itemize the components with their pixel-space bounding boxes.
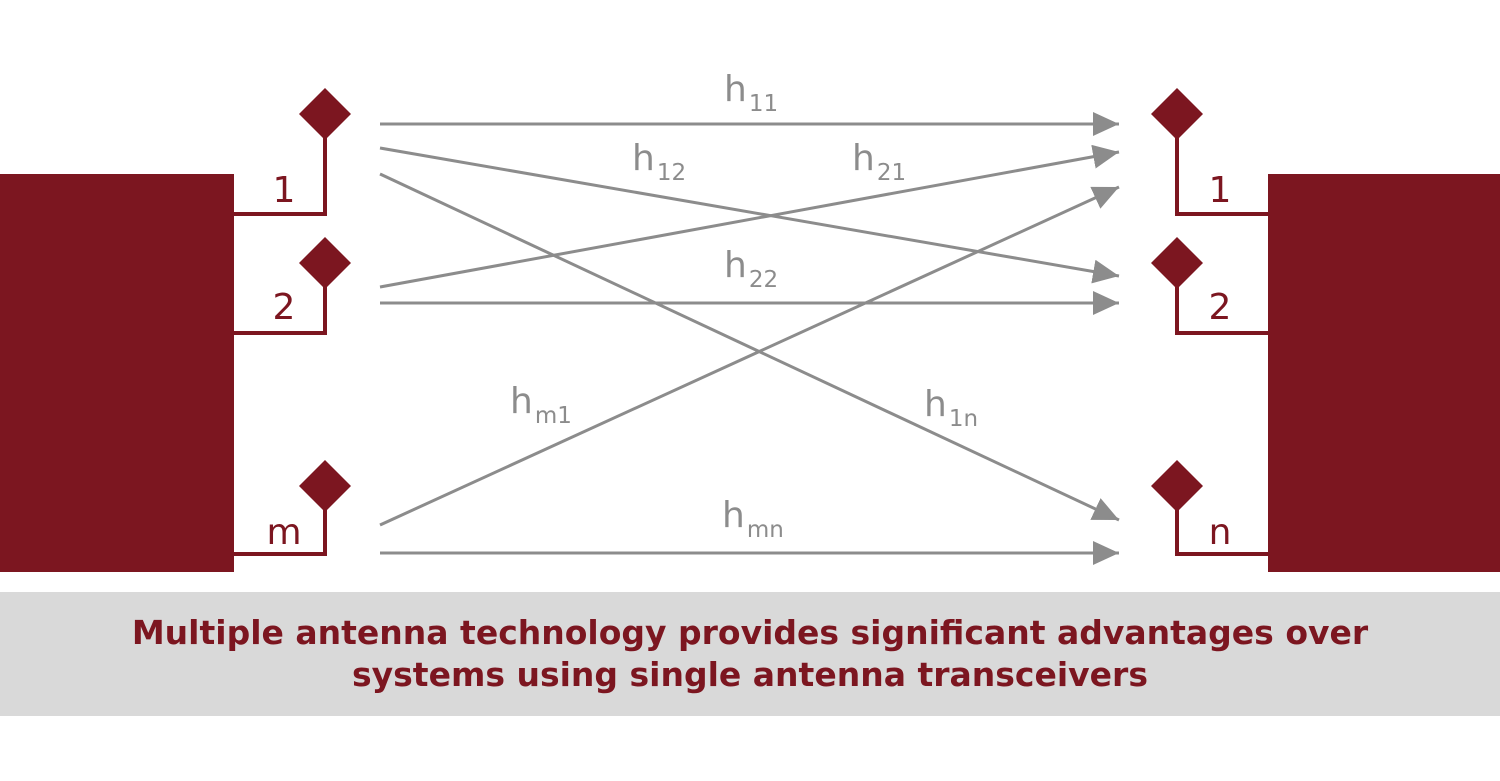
tx-antenna-1-feed <box>234 135 327 216</box>
transmitter-block <box>0 174 234 572</box>
rx-antenna-1-feed <box>1175 135 1268 216</box>
channel-label-h1n: h1n <box>924 384 978 432</box>
caption-line-2: systems using single antenna transceiver… <box>352 655 1148 694</box>
tx-antenna-m-diamond-icon <box>299 460 351 512</box>
rx-antenna-2-diamond-icon <box>1151 237 1203 289</box>
channel-label-h11: h11 <box>724 69 778 117</box>
tx-antenna-1: 1 <box>234 88 351 216</box>
channel-label-h22: h22 <box>724 245 778 293</box>
tx-antenna-m-feed <box>234 508 327 556</box>
rx-antenna-n-feed <box>1175 508 1268 556</box>
channel-label-hmn: hmn <box>722 495 784 543</box>
rx-antenna-2: 2 <box>1151 237 1268 335</box>
rx-antenna-n-label: n <box>1209 512 1232 553</box>
rx-antenna-1: 1 <box>1151 88 1268 216</box>
rx-antenna-n: n <box>1151 460 1268 556</box>
rx-antenna-n-diamond-icon <box>1151 460 1203 512</box>
rx-antenna-2-feed <box>1175 285 1268 335</box>
tx-antenna-2: 2 <box>234 237 351 335</box>
channel-arrow-h12 <box>379 146 1120 284</box>
channel-arrow-h21 <box>379 144 1120 289</box>
rx-antenna-1-diamond-icon <box>1151 88 1203 140</box>
mimo-diagram: 1 2 m 1 2 n <box>0 69 1500 572</box>
tx-antenna-2-diamond-icon <box>299 237 351 289</box>
tx-antenna-2-feed <box>234 285 327 335</box>
rx-antenna-2-label: 2 <box>1209 287 1232 328</box>
tx-antenna-2-label: 2 <box>273 287 296 328</box>
rx-antenna-1-label: 1 <box>1209 170 1232 211</box>
channel-arrow-h1n <box>379 172 1120 522</box>
channel-arrow-hm1 <box>379 185 1120 527</box>
caption-line-1: Multiple antenna technology provides sig… <box>131 613 1369 652</box>
caption-banner: Multiple antenna technology provides sig… <box>0 592 1500 716</box>
channel-label-hm1: hm1 <box>510 381 572 429</box>
receiver-block <box>1268 174 1500 572</box>
channel-label-h12: h12 <box>632 138 686 186</box>
tx-antenna-1-label: 1 <box>273 170 296 211</box>
channel-label-h21: h21 <box>852 138 906 186</box>
tx-antenna-m-label: m <box>266 512 301 553</box>
tx-antenna-1-diamond-icon <box>299 88 351 140</box>
tx-antenna-m: m <box>234 460 351 556</box>
